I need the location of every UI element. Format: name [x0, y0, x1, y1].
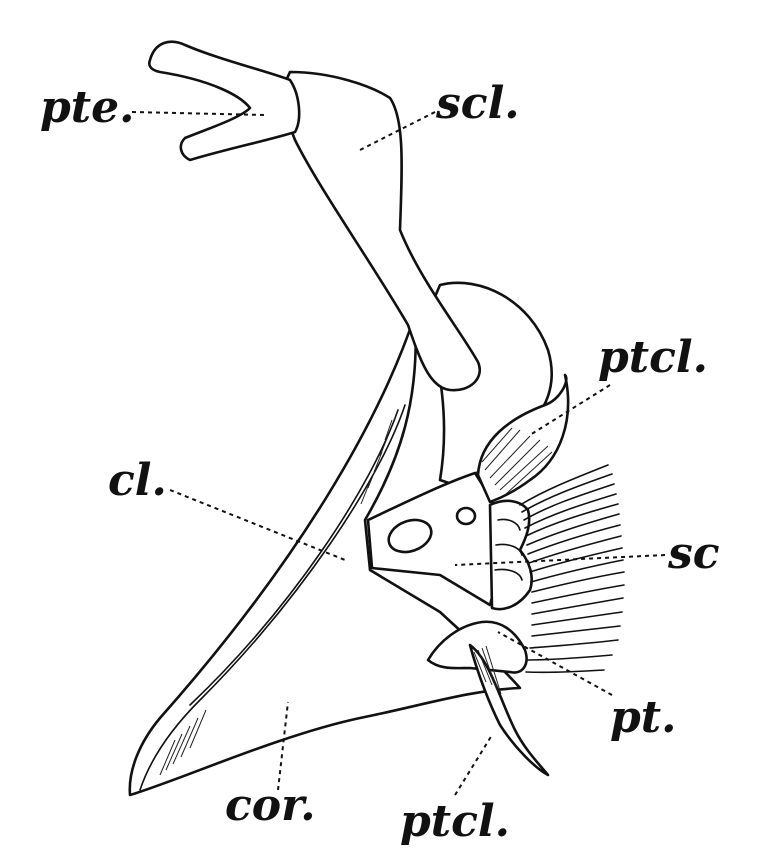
label-cl: cl.: [108, 455, 167, 506]
leader-lines: [131, 111, 666, 796]
leader-ptcl-lower: [454, 734, 493, 796]
label-ptcl-lower: ptcl.: [400, 796, 510, 847]
pectoral-radials: [488, 499, 533, 611]
label-ptcl-upper: ptcl.: [598, 332, 708, 383]
post-temporal: [148, 40, 301, 162]
label-cor: cor.: [225, 780, 316, 831]
leader-sc: [454, 554, 666, 566]
label-pt: pt.: [610, 692, 676, 743]
label-pte: pte.: [40, 82, 134, 133]
postcleithrum-lower: [426, 620, 550, 777]
leader-cor: [277, 701, 289, 791]
leader-scl: [359, 111, 436, 151]
fin-rays: [519, 464, 625, 674]
labels: pte. scl. ptcl. cl. sc pt. cor. ptcl.: [40, 78, 720, 847]
leader-pt: [497, 631, 613, 696]
coracoid-cleithrum: [128, 313, 522, 797]
leader-pte: [131, 111, 266, 116]
postcleithrum-upper: [476, 373, 570, 504]
supracleithrum: [283, 70, 481, 392]
label-scl: scl.: [435, 78, 520, 129]
label-sc: sc: [667, 528, 720, 579]
